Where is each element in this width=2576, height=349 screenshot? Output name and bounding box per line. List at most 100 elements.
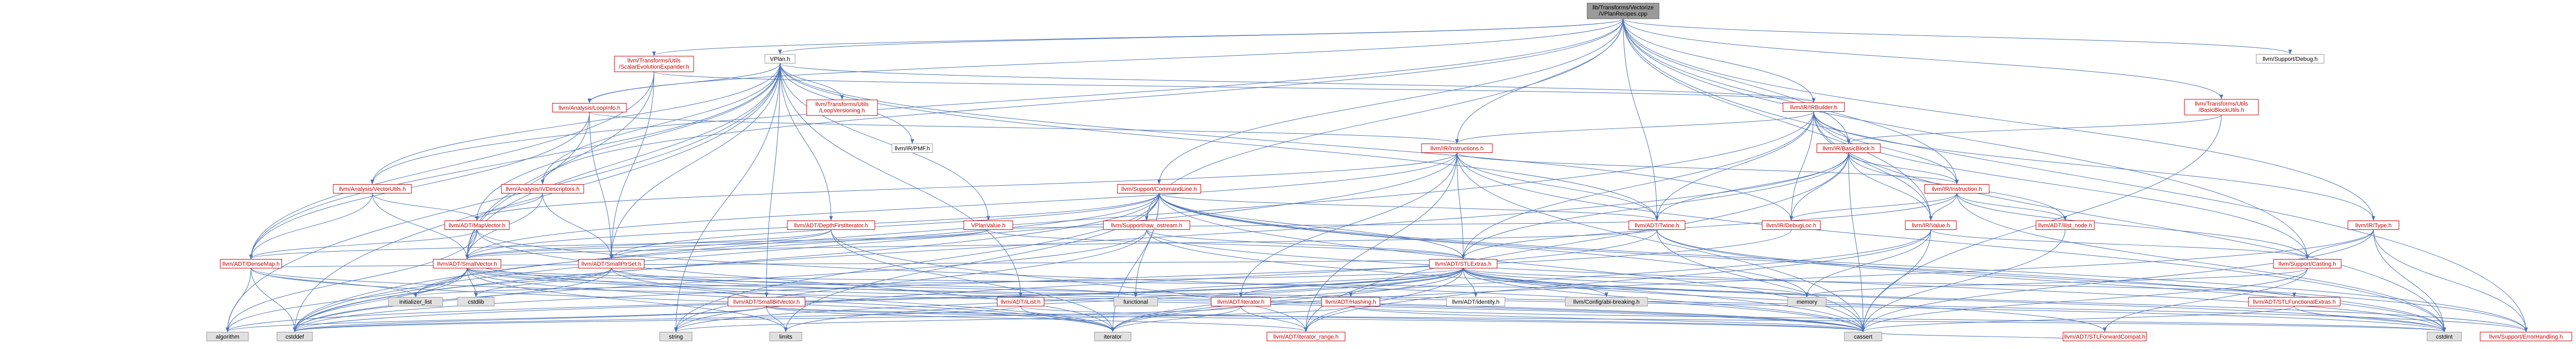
edge-twine-to-string	[674, 229, 1657, 332]
node-casting[interactable]: llvm/Support/Casting.h	[2273, 259, 2342, 268]
node-support_debug[interactable]: llvm/Support/Debug.h	[2256, 54, 2324, 63]
edge-basicblock-to-cassert	[1848, 152, 1865, 332]
node-vectorutils[interactable]: llvm/Analysis/VectorUtils.h	[333, 184, 412, 193]
node-config: llvm/Config/abi-breaking.h	[1565, 297, 1648, 306]
node-string: string	[659, 332, 693, 341]
edge-smallptrset-to-cstdlib	[474, 268, 612, 298]
node-scaleexp[interactable]: llvm/Transforms/Utils/ScalarEvolutionExp…	[614, 56, 694, 72]
node-errhandling[interactable]: llvm/Support/ErrorHandling.h	[2480, 332, 2572, 341]
node-vplanvalue[interactable]: VPlanValue.h	[963, 221, 1013, 230]
edge-irtype-to-cstdint	[2373, 229, 2446, 332]
node-irtype[interactable]: llvm/IR/Type.h	[2347, 221, 2399, 230]
node-mapvector[interactable]: llvm/ADT/MapVector.h	[444, 221, 510, 230]
node-smallvector[interactable]: llvm/ADT/SmallVector.h	[433, 259, 501, 268]
edge-adtiterator-to-cstddef	[293, 306, 1241, 332]
node-box	[997, 297, 1045, 306]
node-hashing[interactable]: llvm/ADT/Hashing.h	[1321, 297, 1380, 306]
edge-smallptrset-to-iterator	[611, 268, 1115, 332]
node-irbuilder[interactable]: llvm/IR/IRBuilder.h	[1782, 102, 1845, 112]
node-ilistnode[interactable]: llvm/ADT/ilist_node.h	[2035, 221, 2095, 230]
node-dfi[interactable]: llvm/ADT/DepthFirstIterator.h	[787, 221, 875, 230]
node-iter_range[interactable]: llvm/ADT/iterator_range.h	[1266, 332, 1346, 341]
edge-smallvector-to-functional	[467, 268, 1138, 298]
edge-smallvector-to-algorithm	[225, 268, 468, 332]
node-limits: limits	[769, 332, 802, 341]
node-box	[1816, 144, 1881, 153]
node-box	[444, 221, 510, 230]
edge-stlextras-to-functional	[1134, 268, 1464, 298]
node-vplan[interactable]: VPlan.h	[764, 54, 796, 63]
edge-irbuilder-to-casting	[1813, 111, 2309, 260]
node-adtiterator[interactable]: llvm/ADT/iterator.h	[1211, 297, 1271, 306]
node-instructions[interactable]: llvm/IR/Instructions.h	[1421, 144, 1493, 153]
node-label: llvm/Analysis/VectorUtils.h	[339, 186, 406, 192]
edge-hashing-to-cstdint	[1350, 306, 2446, 332]
node-irpmf[interactable]: llvm/IR/PMF.h	[891, 144, 933, 153]
node-instruction[interactable]: llvm/IR/Instruction.h	[1924, 184, 1990, 193]
edge-loopinfo-to-smallptrset	[589, 112, 613, 260]
edge-twine-to-cstdint	[1656, 229, 2446, 332]
edge-raw_ostream-to-stlextras	[1146, 229, 1465, 260]
node-basicblock[interactable]: llvm/IR/BasicBlock.h	[1816, 144, 1881, 153]
node-box	[806, 99, 878, 116]
node-label: initializer_list	[399, 299, 432, 305]
edge-stlextras-to-memory	[1463, 268, 1809, 298]
node-label: llvm/ADT/iterator.h	[1217, 299, 1264, 305]
edge-basicblock-to-stlextras	[1461, 152, 1849, 260]
edge-twine-to-smallvector	[466, 229, 1657, 260]
edge-root-to-irbuilder	[1623, 18, 1816, 103]
node-irvalue[interactable]: llvm/IR/Value.h	[1905, 221, 1957, 230]
edge-root-to-raw_ostream	[1145, 18, 1624, 221]
node-bbutils[interactable]: llvm/Transforms/Utils/BasicBlockUtils.h	[2184, 99, 2259, 115]
node-label: llvm/IR/BasicBlock.h	[1823, 146, 1875, 152]
edge-vplan-to-adtlist	[780, 63, 1023, 298]
edge-stlextras-to-string	[674, 268, 1464, 332]
node-label: algorithm	[216, 334, 239, 340]
node-box	[1628, 221, 1686, 230]
node-box	[1211, 297, 1271, 306]
node-box	[277, 332, 313, 341]
edge-irvalue-to-cassert	[1861, 229, 1931, 332]
edge-densemap-to-stlextras	[250, 258, 1464, 268]
node-identity[interactable]: llvm/ADT/identity.h	[1446, 297, 1505, 306]
node-loopinfo[interactable]: llvm/Analysis/LoopInfo.h	[552, 103, 627, 112]
edge-irvalue-to-casting	[1930, 229, 2309, 260]
edge-vplan-to-ivdesc	[541, 63, 781, 185]
edge-hashing-to-string	[674, 306, 1351, 332]
node-cmdline[interactable]: llvm/Support/CommandLine.h	[1117, 184, 1201, 193]
edge-irvalue-to-memory	[1805, 229, 1931, 298]
node-smallptrset[interactable]: llvm/ADT/SmallPtrSet.h	[578, 259, 645, 268]
node-label: llvm/IR/Instruction.h	[1932, 186, 1982, 192]
node-box	[2256, 54, 2324, 63]
edge-hashing-to-cassert	[1350, 306, 1865, 332]
node-box	[1321, 297, 1380, 306]
node-box	[614, 56, 694, 72]
node-box	[1587, 3, 1660, 19]
edge-vplan-to-string	[674, 63, 781, 332]
nodes-layer: lib/Transforms/Vectorize/VPlanRecipes.cp…	[206, 3, 2572, 341]
node-label: llvm/ADT/DepthFirstIterator.h	[794, 223, 868, 229]
edge-densemap-to-iterator	[250, 268, 1115, 332]
node-densemap[interactable]: llvm/ADT/DenseMap.h	[220, 259, 282, 268]
node-adtlist[interactable]: llvm/ADT/iList.h	[997, 297, 1045, 306]
edge-vplan-to-algorithm	[225, 63, 781, 332]
node-stlforward[interactable]: llvm/ADT/STLForwardCompat.h	[2063, 332, 2147, 341]
edge-instructions-to-cstdint	[1456, 152, 2446, 332]
node-loopvers[interactable]: llvm/Transforms/Utils/LoopVersioning.h	[806, 99, 878, 116]
node-smallbitvector[interactable]: llvm/ADT/SmallBitVector.h	[727, 297, 806, 306]
node-box	[2427, 332, 2462, 341]
node-label: llvm/ADT/MapVector.h	[449, 223, 506, 229]
node-twine[interactable]: llvm/ADT/Twine.h	[1628, 221, 1686, 230]
node-ivdesc[interactable]: llvm/Analysis/IVDescriptors.h	[501, 184, 584, 193]
edge-instructions-to-stlextras	[1456, 152, 1465, 260]
node-stlfunc[interactable]: llvm/ADT/STLFunctionalExtras.h	[2248, 297, 2341, 306]
edge-vplanvalue-to-stlextras	[988, 229, 1465, 260]
node-stlextras[interactable]: llvm/ADT/STLExtras.h	[1429, 259, 1498, 268]
node-box	[206, 332, 249, 341]
edge-irbuilder-to-debugloc	[1789, 111, 1814, 221]
node-debugloc[interactable]: llvm/IR/DebugLoc.h	[1762, 221, 1821, 230]
edge-densemap-to-cassert	[250, 268, 1865, 332]
node-root[interactable]: lib/Transforms/Vectorize/VPlanRecipes.cp…	[1587, 3, 1660, 19]
node-raw_ostream[interactable]: llvm/Support/raw_ostream.h	[1103, 221, 1190, 230]
